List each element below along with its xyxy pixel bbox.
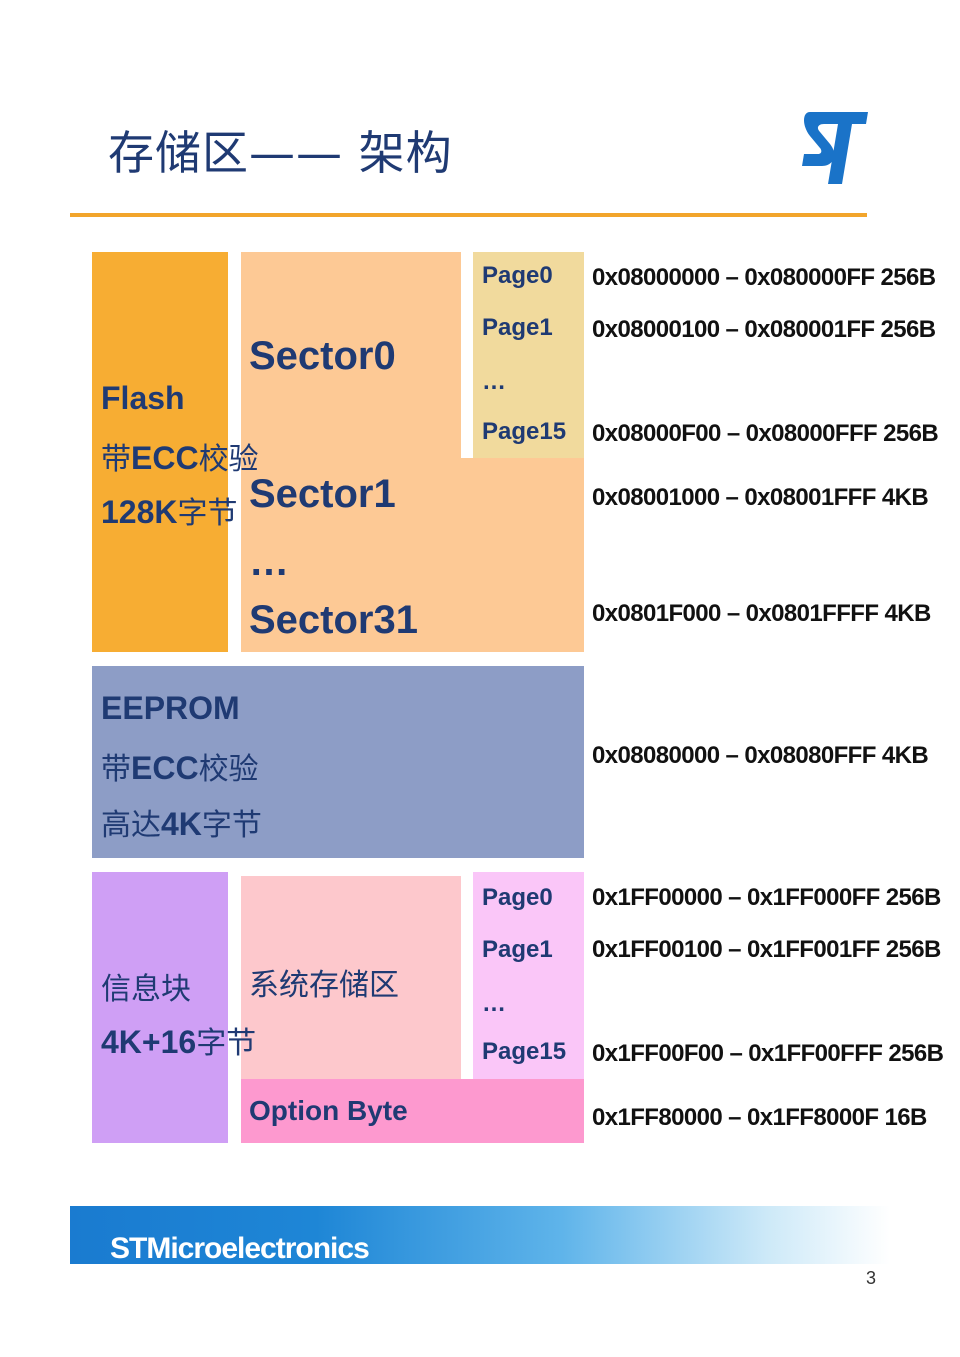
address-info-page1: 0x1FF00100 – 0x1FF001FF 256B	[592, 936, 941, 963]
flash-page0-label: Page0	[482, 262, 553, 289]
st-logo-icon	[802, 112, 868, 184]
eeprom-block	[92, 666, 584, 858]
sector0-label: Sector0	[249, 334, 396, 378]
sector-ellipsis: …	[249, 540, 289, 584]
sector31-label: Sector31	[249, 598, 418, 642]
info-block	[92, 872, 228, 1143]
flash-ecc-label: 带ECC校验	[101, 440, 259, 477]
title-underline	[70, 213, 867, 217]
flash-page1-label: Page1	[482, 314, 553, 341]
eeprom-label: EEPROM	[101, 690, 240, 726]
sector-divider	[461, 252, 473, 458]
info-page-column	[473, 872, 584, 1079]
address-flash-page1: 0x08000100 – 0x080001FF 256B	[592, 316, 936, 343]
eeprom-ecc-label: 带ECC校验	[101, 750, 259, 787]
address-flash-page15: 0x08000F00 – 0x08000FFF 256B	[592, 420, 939, 447]
address-info-page0: 0x1FF00000 – 0x1FF000FF 256B	[592, 884, 941, 911]
info-page15-label: Page15	[482, 1038, 567, 1065]
flash-size-label: 128K字节	[101, 494, 238, 531]
system-memory-label: 系统存储区	[249, 968, 399, 1003]
info-label: 信息块	[101, 972, 191, 1007]
address-sector31: 0x0801F000 – 0x0801FFFF 4KB	[592, 600, 931, 627]
eeprom-size-label: 高达4K字节	[101, 806, 262, 843]
flash-page-column	[473, 252, 584, 458]
flash-page15-label: Page15	[482, 418, 567, 445]
info-size-label: 4K+16字节	[101, 1024, 257, 1061]
info-page1-label: Page1	[482, 936, 553, 963]
system-memory-area	[241, 876, 461, 1079]
option-byte-label: Option Byte	[249, 1095, 408, 1126]
flash-label: Flash	[101, 380, 185, 416]
page-title: 存储区—— 架构	[108, 126, 453, 180]
page-number: 3	[866, 1268, 877, 1288]
info-page-ellipsis: …	[482, 990, 506, 1017]
address-option-byte: 0x1FF80000 – 0x1FF8000F 16B	[592, 1104, 927, 1131]
address-sector1: 0x08001000 – 0x08001FFF 4KB	[592, 484, 929, 511]
address-eeprom: 0x08080000 – 0x08080FFF 4KB	[592, 742, 929, 769]
flash-block	[92, 252, 228, 652]
footer-brand: STMicroelectronics	[110, 1232, 370, 1265]
option-byte-area	[241, 1079, 584, 1143]
address-flash-page0: 0x08000000 – 0x080000FF 256B	[592, 264, 936, 291]
info-page0-label: Page0	[482, 884, 553, 911]
sector1-label: Sector1	[249, 472, 396, 516]
address-info-page15: 0x1FF00F00 – 0x1FF00FFF 256B	[592, 1040, 944, 1067]
footer-band	[70, 1206, 890, 1264]
flash-page-ellipsis: …	[482, 368, 506, 395]
